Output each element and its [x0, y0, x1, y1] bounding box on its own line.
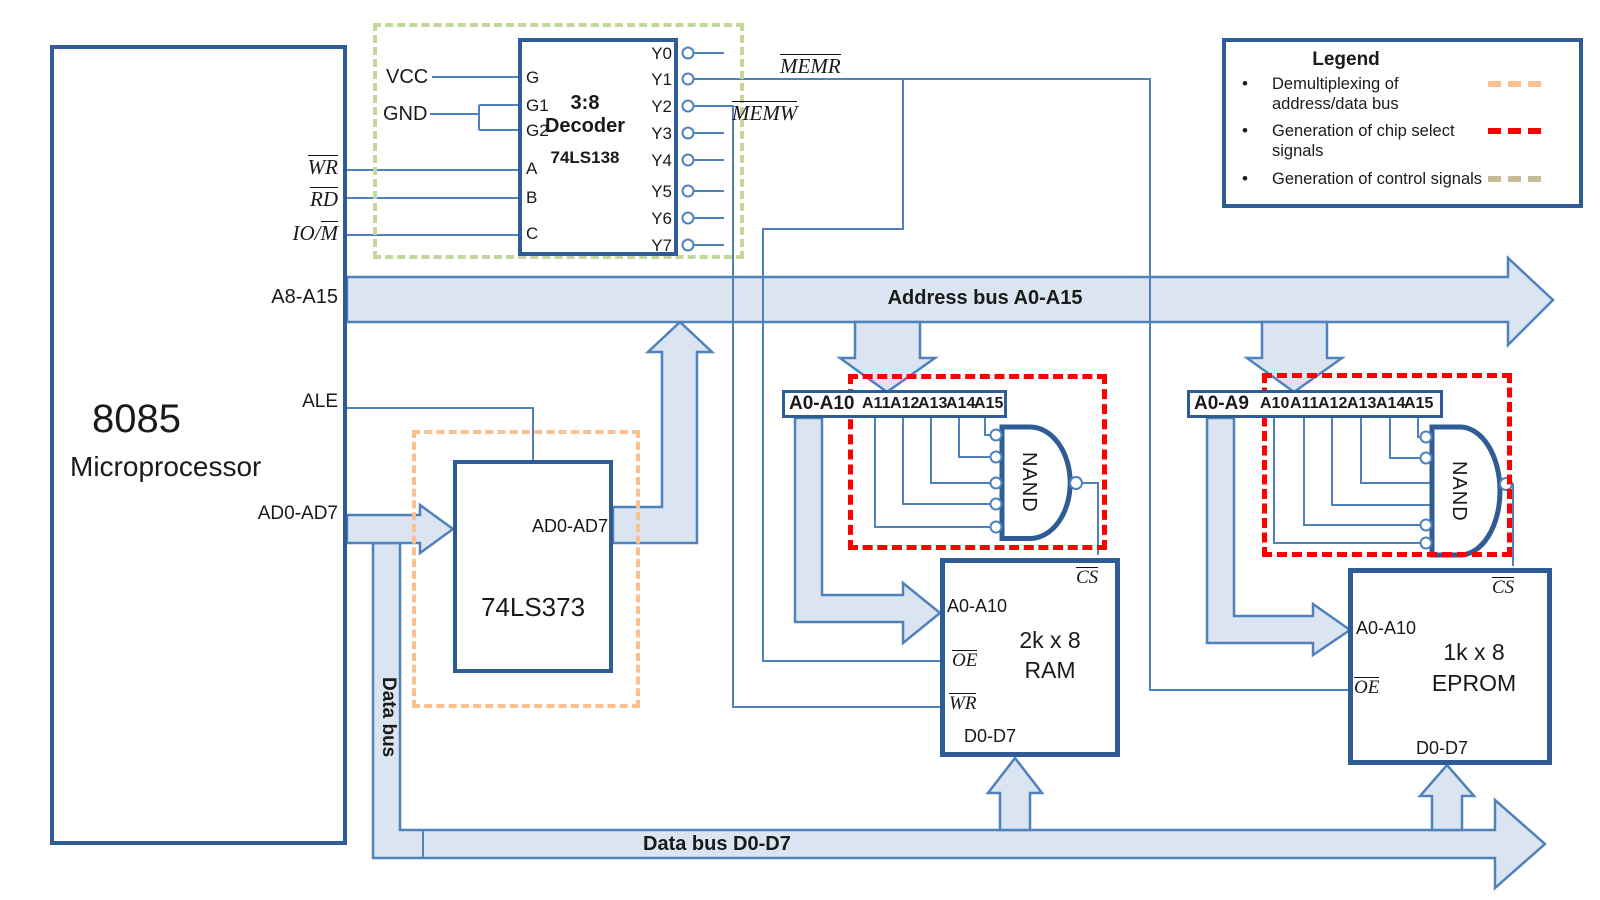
decoder-name: Decoder [544, 115, 626, 137]
ram-chip-select-region [848, 374, 1107, 550]
eprom-bar-a14: A14 [1376, 395, 1406, 412]
decoder-output-y0: Y0 [651, 44, 672, 63]
ram-wr-pin: WR [949, 693, 977, 714]
bullet-icon: • [1242, 168, 1248, 188]
latch-part: 74LS373 [480, 592, 586, 622]
legend-items: • Demultiplexing of address/data bus • G… [1242, 74, 1572, 196]
eprom-cs-pin: CS [1492, 577, 1515, 598]
microprocessor-box: 8085 Microprocessor [50, 45, 347, 845]
decoder-size: 3:8 [570, 92, 600, 114]
vcc-label: VCC [386, 66, 429, 88]
eprom-data-pin: D0-D7 [1416, 738, 1469, 758]
ram-size: 2k x 8 [1019, 627, 1081, 653]
eprom-bar-a13: A13 [1347, 395, 1377, 412]
legend-demux-dash-sample [1488, 81, 1544, 87]
decoder-output-y3: Y3 [651, 124, 672, 143]
ram-cs-pin: CS [1076, 567, 1099, 588]
ram-nand-label: NAND [1018, 451, 1040, 513]
pin-io-m: IO/M [292, 221, 338, 245]
latch-to-address-arrow [611, 320, 716, 545]
ram-address-arrow [793, 416, 942, 646]
address-bus-label: Address bus A0-A15 [887, 287, 1083, 309]
decoder-output-y1: Y1 [651, 70, 672, 89]
ram-bar-a12: A12 [890, 395, 920, 412]
bullet-icon: • [1242, 74, 1248, 93]
ram-oe-pin: OE [952, 650, 978, 671]
eprom-bar-a12: A12 [1318, 395, 1348, 412]
legend-box: Legend • Demultiplexing of address/data … [1222, 38, 1583, 208]
processor-title: 8085 [92, 397, 181, 441]
data-bus-band [371, 541, 1547, 891]
ram-addr-pin: A0-A10 [947, 596, 1008, 616]
eprom-bar-a0-a9: A0-A9 [1194, 393, 1249, 414]
address-bus-band [345, 255, 1555, 349]
decoder-output-y4: Y4 [651, 151, 672, 170]
decoder-output-y7: Y7 [651, 236, 672, 255]
eprom-chip-box [1348, 568, 1552, 765]
legend-control-dash-sample [1488, 175, 1544, 182]
decoder-output-y5: Y5 [651, 182, 672, 201]
eprom-bar-a15: A15 [1404, 395, 1434, 412]
decoder-input-a: A [526, 159, 538, 178]
bullet-icon: • [1242, 121, 1248, 141]
legend-item-control: • Generation of control signals [1242, 169, 1572, 189]
pin-ad0-ad7: AD0-AD7 [257, 503, 338, 524]
ram-bar-a14: A14 [946, 395, 976, 412]
memw-label: MEMW [732, 101, 798, 125]
legend-item-demux: • Demultiplexing of address/data bus [1242, 74, 1572, 114]
ram-name: RAM [1024, 657, 1076, 683]
processor-subtitle: Microprocessor [70, 451, 262, 482]
decoder-input-g1: G1 [526, 96, 549, 115]
ram-data-pin: D0-D7 [964, 726, 1017, 746]
legend-title: Legend [1312, 49, 1380, 70]
memr-label: MEMR [780, 54, 841, 78]
decoder-output-y6: Y6 [651, 209, 672, 228]
ram-bar-a15: A15 [974, 395, 1004, 412]
ram-bar-a11: A11 [862, 395, 891, 412]
pin-wr: WR [307, 155, 338, 179]
latch-box [453, 460, 613, 673]
pin-rd: RD [310, 187, 338, 211]
nand-gates [989, 424, 1513, 558]
eprom-bar-a11: A11 [1290, 395, 1319, 412]
wires [347, 46, 1514, 708]
eprom-oe-pin: OE [1354, 677, 1380, 698]
eprom-chip-select-region [1262, 373, 1512, 557]
decoder-output-y2: Y2 [651, 97, 672, 116]
decoder-input-g2: G2 [526, 121, 549, 140]
latch-pin-ad0-ad7: AD0-AD7 [531, 516, 608, 536]
ram-bar-a0-a10: A0-A10 [789, 393, 855, 414]
eprom-bar-a10: A10 [1260, 395, 1290, 412]
legend-item-chip-select: • Generation of chip select signals [1242, 121, 1572, 161]
decoder-input-b: B [526, 188, 538, 207]
legend-chip-select-dash-sample [1488, 128, 1544, 135]
ad-bus-arrow [345, 502, 456, 556]
eprom-data-arrow [1417, 763, 1477, 832]
control-signals-region [373, 23, 744, 259]
ram-bar-a13: A13 [918, 395, 948, 412]
ram-chip-box [940, 558, 1120, 757]
decoder-input-c: C [526, 224, 539, 243]
decoder-part: 74LS138 [550, 148, 620, 167]
eprom-name: EPROM [1431, 670, 1517, 696]
demux-region [412, 430, 640, 708]
ram-data-arrow [985, 755, 1045, 832]
eprom-addr-pin: A0-A10 [1356, 618, 1417, 638]
eprom-size: 1k x 8 [1443, 639, 1505, 665]
ram-address-bar [782, 390, 1007, 418]
decoder-input-g: G [526, 68, 540, 87]
data-bus-label: Data bus D0-D7 [643, 833, 791, 855]
eprom-nand-label: NAND [1448, 460, 1470, 522]
eprom-address-bar [1187, 390, 1443, 418]
pin-ale: ALE [302, 391, 338, 412]
gnd-label: GND [383, 103, 428, 125]
eprom-address-arrow [1205, 416, 1353, 658]
data-bus-vertical-label: Data bus [378, 676, 399, 758]
decoder-box [518, 38, 678, 256]
pin-a8-a15: A8-A15 [271, 286, 338, 308]
